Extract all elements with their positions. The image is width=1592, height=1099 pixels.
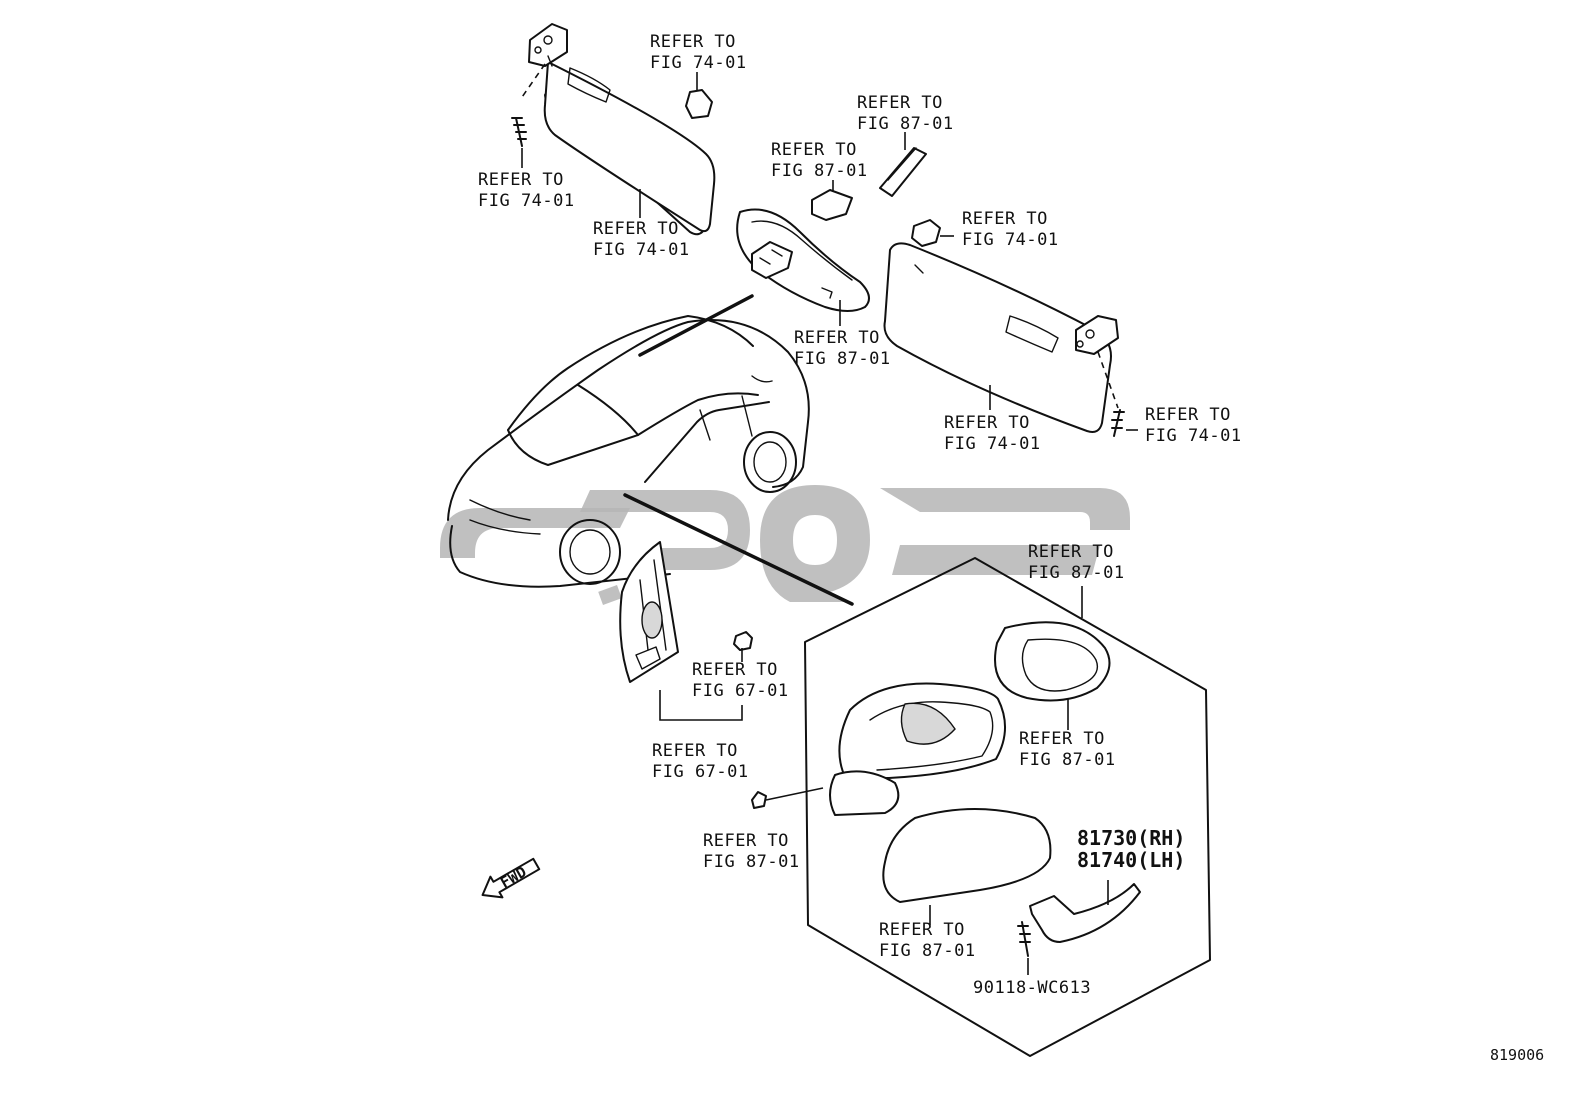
callout-line: REFER TO bbox=[692, 660, 778, 680]
callout-line: REFER TO bbox=[652, 741, 738, 761]
callout-line: REFER TO bbox=[478, 170, 564, 190]
part-number-81730: 81730(RH) bbox=[1077, 826, 1185, 850]
callout-line: FIG 87-01 bbox=[879, 941, 976, 961]
callout-line: FIG 67-01 bbox=[652, 762, 749, 782]
callout-line: FIG 74-01 bbox=[944, 434, 1041, 454]
callout-line: REFER TO bbox=[857, 93, 943, 113]
callout-line: REFER TO bbox=[593, 219, 679, 239]
callout-line: FIG 67-01 bbox=[692, 681, 789, 701]
callout-line: FIG 74-01 bbox=[593, 240, 690, 260]
part-number-90118: 90118-WC613 bbox=[973, 978, 1091, 998]
vehicle-outline bbox=[447, 294, 854, 606]
figure-id: 819006 bbox=[1490, 1046, 1544, 1064]
callout-line: FIG 74-01 bbox=[650, 53, 747, 73]
callout-line: REFER TO bbox=[879, 920, 965, 940]
sun-visor-left bbox=[511, 23, 716, 236]
callout-line: REFER TO bbox=[794, 328, 880, 348]
callout-line: FIG 87-01 bbox=[857, 114, 954, 134]
rear-view-mirror bbox=[736, 132, 927, 326]
callout-line: REFER TO bbox=[650, 32, 736, 52]
callout-line: REFER TO bbox=[1145, 405, 1231, 425]
callout-line: FIG 74-01 bbox=[478, 191, 575, 211]
part-number-81740: 81740(LH) bbox=[1077, 848, 1185, 872]
callout-line: REFER TO bbox=[1019, 729, 1105, 749]
callout-line: REFER TO bbox=[944, 413, 1030, 433]
callout-line: REFER TO bbox=[962, 209, 1048, 229]
part-numbers: 81730(RH) 81740(LH) 90118-WC613 bbox=[973, 826, 1185, 998]
fwd-arrow-icon: FWD bbox=[481, 857, 541, 899]
door-mirror-assembly bbox=[751, 557, 1211, 1057]
callout-line: FIG 87-01 bbox=[1028, 563, 1125, 583]
sun-visor-right bbox=[883, 219, 1138, 437]
callout-line: FIG 74-01 bbox=[962, 230, 1059, 250]
callout-line: REFER TO bbox=[771, 140, 857, 160]
callout-line: FIG 87-01 bbox=[794, 349, 891, 369]
watermark bbox=[440, 485, 1130, 617]
callout-line: FIG 87-01 bbox=[1019, 750, 1116, 770]
callout-line: REFER TO bbox=[1028, 542, 1114, 562]
callout-line: FIG 74-01 bbox=[1145, 426, 1242, 446]
callout-line: FIG 87-01 bbox=[703, 852, 800, 872]
door-trim-panel bbox=[619, 541, 753, 721]
callout-line: FIG 87-01 bbox=[771, 161, 868, 181]
callout-line: REFER TO bbox=[703, 831, 789, 851]
